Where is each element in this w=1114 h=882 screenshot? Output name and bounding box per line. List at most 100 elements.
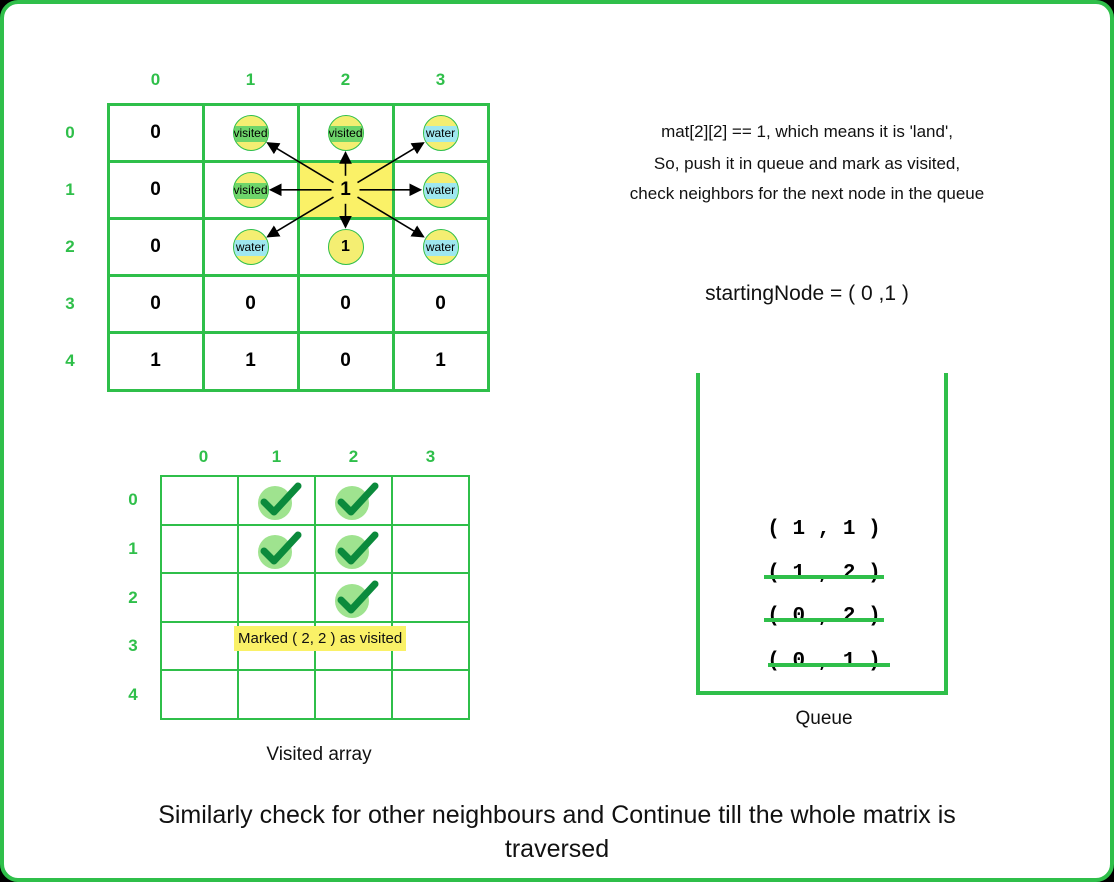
grid-line	[160, 718, 470, 720]
checkmark-icon	[257, 531, 301, 569]
marker-label: visited	[328, 125, 363, 140]
matrix-row-header: 0	[65, 122, 75, 142]
marker-label: visited	[233, 125, 268, 140]
visited-marker: visited	[327, 114, 364, 151]
queue-item-removed: ( 0 , 1 )	[767, 650, 881, 673]
matrix-col-header: 0	[150, 70, 161, 89]
queue-left-wall	[696, 373, 700, 695]
grid-line	[160, 620, 470, 623]
queue-item-removed: ( 0 , 2 )	[767, 605, 881, 628]
starting-node-label: startingNode = ( 0 ,1 )	[705, 282, 909, 305]
grid-line	[106, 388, 490, 392]
visited-row-header: 0	[128, 490, 138, 510]
strikethrough-line	[768, 663, 890, 667]
grid-line	[106, 102, 110, 392]
land-marker: 1	[327, 229, 364, 265]
matrix-cell: 0	[150, 178, 161, 200]
grid-line	[314, 475, 316, 720]
visited-row-header: 3	[128, 636, 138, 656]
strikethrough-line	[764, 618, 884, 622]
marker-band	[233, 182, 268, 199]
matrix-cell: 1	[150, 350, 161, 372]
footer-text: Similarly check for other neighbours and…	[158, 801, 956, 863]
marker-label: water	[425, 240, 456, 254]
grid-line	[160, 572, 470, 575]
matrix-col-header: 3	[435, 70, 446, 89]
matrix-col-header: 1	[245, 70, 256, 89]
visited-row-header: 4	[128, 684, 138, 704]
marker-label: water	[425, 182, 456, 197]
grid-line	[391, 102, 395, 392]
matrix-row-header: 1	[65, 179, 75, 199]
grid-line	[160, 475, 470, 477]
matrix-col-header: 2	[340, 70, 351, 89]
water-marker: water	[422, 229, 459, 265]
neighbor-arrow	[266, 142, 334, 184]
grid-line	[468, 475, 470, 720]
description-line-2: So, push it in queue and mark as visited…	[653, 154, 961, 173]
water-marker: water	[422, 171, 459, 208]
grid-line	[106, 331, 490, 335]
visited-row-header: 1	[128, 538, 138, 558]
visited-col-header: 3	[425, 447, 436, 466]
neighbor-arrows	[266, 142, 425, 238]
grid-line	[201, 102, 205, 392]
grid-line	[391, 475, 393, 720]
matrix-row-header: 4	[65, 351, 75, 371]
visited-col-header: 0	[198, 447, 209, 466]
queue-caption: Queue	[795, 708, 853, 729]
matrix-row-header: 2	[65, 237, 75, 256]
matrix-cell: 0	[340, 293, 351, 315]
visited-row-header: 2	[128, 587, 138, 607]
water-marker: water	[232, 229, 269, 265]
marker-label: visited	[233, 182, 268, 197]
checkmark-icon	[257, 482, 301, 521]
visited-marker: visited	[232, 171, 269, 208]
grid-line	[160, 523, 470, 526]
strikethrough-line	[764, 575, 884, 579]
queue-item: ( 1 , 1 )	[767, 518, 881, 541]
queue-right-wall	[944, 373, 948, 695]
description-line-3: check neighbors for the next node in the…	[629, 184, 985, 203]
visited-array-caption: Visited array	[266, 744, 372, 765]
marker-label: water	[425, 125, 456, 140]
queue-item-removed: ( 1 , 2 )	[767, 562, 881, 585]
neighbor-arrow	[266, 196, 334, 238]
visited-col-header: 1	[271, 447, 282, 466]
visited-col-header: 2	[348, 447, 359, 466]
checkmark-icon	[334, 580, 378, 618]
neighbor-arrow	[357, 142, 425, 184]
grid-line	[106, 274, 490, 278]
queue-bottom-wall	[696, 691, 948, 695]
marker-band	[423, 240, 458, 256]
marker-label: 1	[341, 238, 350, 255]
grid-line	[486, 102, 490, 392]
matrix-cell: 0	[435, 293, 446, 315]
marker-band	[233, 125, 268, 142]
grid-line	[237, 475, 239, 720]
matrix-cell: 0	[245, 293, 256, 315]
matrix-cell: 0	[150, 235, 161, 257]
marker-band	[423, 125, 458, 142]
checkmark-icon	[334, 482, 378, 521]
visited-marker: visited	[232, 114, 269, 151]
matrix-cell: 1	[340, 178, 351, 200]
matrix-cell: 1	[435, 350, 446, 372]
checkmark-icon	[334, 531, 378, 569]
marker-band	[328, 125, 363, 142]
marked-visited-note: Marked ( 2, 2 ) as visited	[234, 626, 407, 651]
marker-label: water	[235, 240, 266, 254]
matrix-cell: 0	[150, 121, 161, 143]
description-line-1: mat[2][2] == 1, which means it is 'land'…	[661, 122, 953, 141]
grid-line	[296, 102, 300, 392]
grid-line	[160, 669, 470, 672]
water-marker: water	[422, 114, 459, 151]
marker-band	[233, 240, 268, 256]
matrix-row-header: 3	[65, 294, 75, 314]
matrix-cell: 0	[340, 350, 351, 372]
neighbor-arrow	[357, 196, 425, 238]
matrix-cell: 0	[150, 293, 161, 315]
grid-line	[160, 475, 162, 720]
grid-line	[106, 102, 490, 106]
